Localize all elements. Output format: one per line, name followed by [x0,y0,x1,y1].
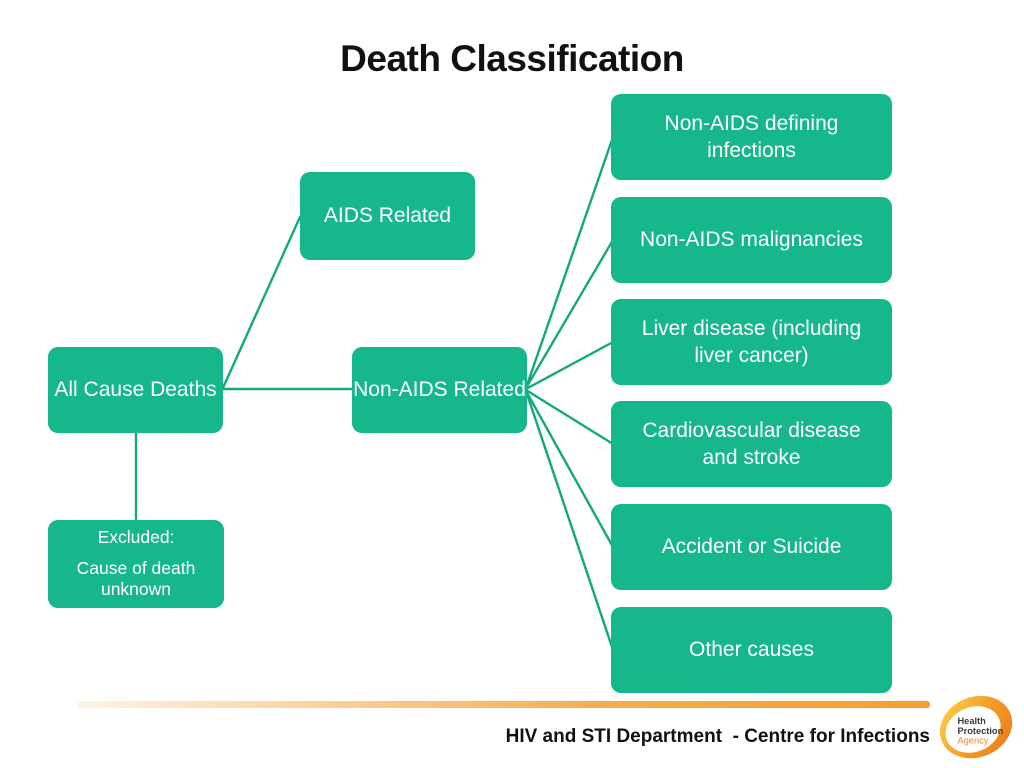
node-outcome-label: Non-AIDS defining infections [664,111,839,162]
hpa-logo-icon: Health Protection Agency [939,695,1013,759]
node-excluded-heading: Excluded: [97,526,175,547]
node-non-aids-related: Non-AIDS Related [352,347,527,433]
connector-allcause-aids [220,215,302,392]
page-title: Death Classification [340,38,684,79]
footer-accent-bar [78,701,930,708]
node-all-cause-deaths: All Cause Deaths [48,347,223,433]
node-outcome-label: Other causes [689,638,814,662]
node-aids-related: AIDS Related [300,172,475,260]
node-outcome-cardiovascular: Cardiovascular disease and stroke [611,401,892,487]
hpa-logo-text-agency: Agency [958,736,989,746]
connector-nonaids-outcome-4 [524,388,615,446]
node-outcome-label: Non-AIDS malignancies [640,228,863,252]
node-excluded-detail: Cause of death unknown [76,557,196,600]
node-outcome-label: Liver disease (including liver cancer) [641,316,862,367]
hpa-logo-text-health: Health [958,716,987,726]
hpa-logo-center [945,706,1001,753]
node-outcome-non-aids-malignancies: Non-AIDS malignancies [611,197,892,283]
footer-department-text: HIV and STI Department - Centre for Infe… [505,726,930,747]
connector-nonaids-outcome-2 [524,238,615,390]
node-outcome-label: Cardiovascular disease and stroke [642,418,861,469]
node-outcome-accident-suicide: Accident or Suicide [611,504,892,590]
node-outcome-other-causes: Other causes [611,607,892,693]
connector-nonaids-outcome-6 [524,389,615,652]
connector-nonaids-outcome-5 [524,389,615,549]
connector-nonaids-outcome-1 [524,135,615,390]
connector-nonaids-outcome-3 [524,340,615,391]
hpa-logo-text-protection: Protection [958,726,1004,736]
node-outcome-non-aids-infections: Non-AIDS defining infections [611,94,892,180]
node-outcome-liver-disease: Liver disease (including liver cancer) [611,299,892,385]
node-aids-related-label: AIDS Related [323,204,452,228]
node-outcome-label: Accident or Suicide [661,535,842,559]
node-non-aids-related-label: Non-AIDS Related [353,378,526,402]
node-excluded: Excluded: Cause of death unknown [48,520,224,608]
node-all-cause-deaths-label: All Cause Deaths [54,378,217,402]
